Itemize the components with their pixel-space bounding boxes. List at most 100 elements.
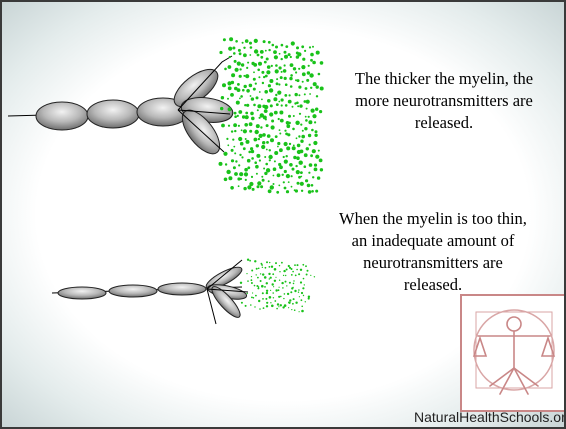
neurotransmitter-dot	[247, 61, 250, 64]
neurotransmitter-dot	[256, 185, 260, 189]
neurotransmitter-dot	[230, 159, 235, 163]
neurotransmitter-dot	[268, 272, 271, 276]
neurotransmitter-dot	[283, 141, 288, 147]
neurotransmitter-dot	[241, 156, 244, 159]
neurotransmitter-dot	[264, 118, 267, 121]
neurotransmitter-dot	[254, 306, 256, 308]
neurotransmitter-dot	[304, 49, 307, 53]
neurotransmitter-dot	[314, 133, 318, 137]
neurotransmitter-dot	[283, 269, 286, 273]
neurotransmitter-dot	[255, 164, 259, 169]
neurotransmitter-dot	[255, 274, 257, 276]
neurotransmitter-dot	[285, 121, 290, 125]
neurotransmitter-dot	[239, 97, 241, 100]
neurotransmitter-dot	[261, 264, 263, 266]
neurotransmitter-dot	[306, 269, 309, 272]
neurotransmitter-dot	[265, 305, 269, 308]
neurotransmitter-dot	[222, 83, 226, 88]
neurotransmitter-dot	[288, 114, 291, 118]
neurotransmitter-dot	[288, 266, 292, 269]
neurotransmitter-dot	[275, 45, 278, 49]
neurotransmitter-dot	[290, 74, 293, 77]
neurotransmitter-dot	[268, 278, 270, 280]
neurotransmitter-dot	[286, 124, 291, 129]
neurotransmitter-dot	[261, 144, 266, 150]
neurotransmitter-dot	[263, 60, 267, 64]
neurotransmitter-dot	[303, 165, 307, 168]
neurotransmitter-dot	[239, 68, 242, 71]
neurotransmitter-dot	[279, 148, 283, 153]
neurotransmitter-dot	[245, 139, 250, 144]
neurotransmitter-dot	[235, 160, 238, 163]
neurotransmitter-dot	[315, 85, 319, 89]
neurotransmitter-dot	[277, 90, 282, 95]
neurotransmitter-dot	[235, 100, 240, 105]
neurotransmitter-dot	[288, 94, 291, 97]
neurotransmitter-dot	[228, 46, 233, 51]
neurotransmitter-dot	[297, 105, 300, 108]
neurotransmitter-dot	[303, 93, 306, 96]
neurotransmitter-dot	[257, 276, 259, 279]
neurotransmitter-dot	[253, 71, 255, 74]
neurotransmitter-dot	[233, 123, 238, 128]
neurotransmitter-dot	[295, 79, 297, 82]
neurotransmitter-dot	[289, 163, 293, 167]
neurotransmitter-dot	[296, 79, 300, 83]
neurotransmitter-dot	[276, 303, 280, 306]
myelin-segment	[108, 284, 158, 298]
neurotransmitter-dot	[299, 268, 303, 271]
neurotransmitter-dot	[298, 67, 301, 70]
neurotransmitter-dot	[270, 302, 272, 304]
neurotransmitter-dot	[249, 181, 254, 187]
neurotransmitter-dot	[223, 177, 228, 182]
neurotransmitter-dot	[253, 38, 258, 44]
neurotransmitter-dot	[259, 50, 264, 54]
neurotransmitter-dot	[249, 129, 253, 133]
neurotransmitter-dot	[287, 99, 292, 104]
neurotransmitter-dot	[286, 146, 291, 151]
neurotransmitter-dot	[231, 73, 236, 78]
neurotransmitter-dot	[265, 297, 268, 300]
neurotransmitter-dot	[254, 82, 257, 85]
neurotransmitter-dot	[243, 53, 247, 58]
neurotransmitter-dot	[284, 129, 287, 132]
neurotransmitter-dot	[277, 145, 279, 148]
neurotransmitter-dot	[300, 189, 304, 192]
neurotransmitter-dot	[267, 180, 270, 183]
neurotransmitter-dot	[237, 177, 241, 181]
neurotransmitter-dot	[250, 279, 253, 282]
neurotransmitter-dot	[305, 119, 308, 122]
neurotransmitter-dot	[278, 265, 281, 267]
neurotransmitter-dot	[301, 72, 306, 77]
neurotransmitter-dot	[248, 150, 251, 154]
neurotransmitter-dot	[298, 112, 302, 115]
neurotransmitter-dot	[299, 104, 303, 108]
neurotransmitter-dot	[240, 301, 243, 304]
neurotransmitter-dot	[239, 281, 243, 284]
neurotransmitter-dot	[257, 181, 262, 186]
neurotransmitter-dot	[262, 133, 266, 137]
neurotransmitter-dot	[304, 87, 308, 90]
neurotransmitter-dot	[300, 171, 303, 175]
thick-myelin-axon	[7, 37, 324, 194]
neurotransmitter-dot	[293, 309, 296, 312]
neurotransmitter-dot	[296, 46, 299, 50]
neurotransmitter-dot	[276, 78, 279, 81]
neurotransmitter-dot	[220, 106, 224, 111]
neurotransmitter-dot	[246, 89, 250, 93]
neurotransmitter-dot	[275, 64, 278, 67]
neurotransmitter-dot	[303, 153, 308, 158]
neurotransmitter-dot	[254, 161, 257, 164]
neurotransmitter-dot	[270, 64, 273, 67]
neurotransmitter-dot	[298, 289, 300, 291]
neurotransmitter-dot	[263, 167, 266, 170]
neurotransmitter-dot	[308, 143, 311, 146]
neurotransmitter-dot	[266, 65, 271, 69]
neurotransmitter-dot	[266, 134, 271, 138]
neurotransmitter-dot	[278, 83, 281, 86]
neurotransmitter-dot	[278, 184, 281, 187]
neurotransmitter-dot	[303, 100, 307, 103]
neurotransmitter-dot	[279, 304, 282, 307]
neurotransmitter-dot	[234, 115, 237, 118]
